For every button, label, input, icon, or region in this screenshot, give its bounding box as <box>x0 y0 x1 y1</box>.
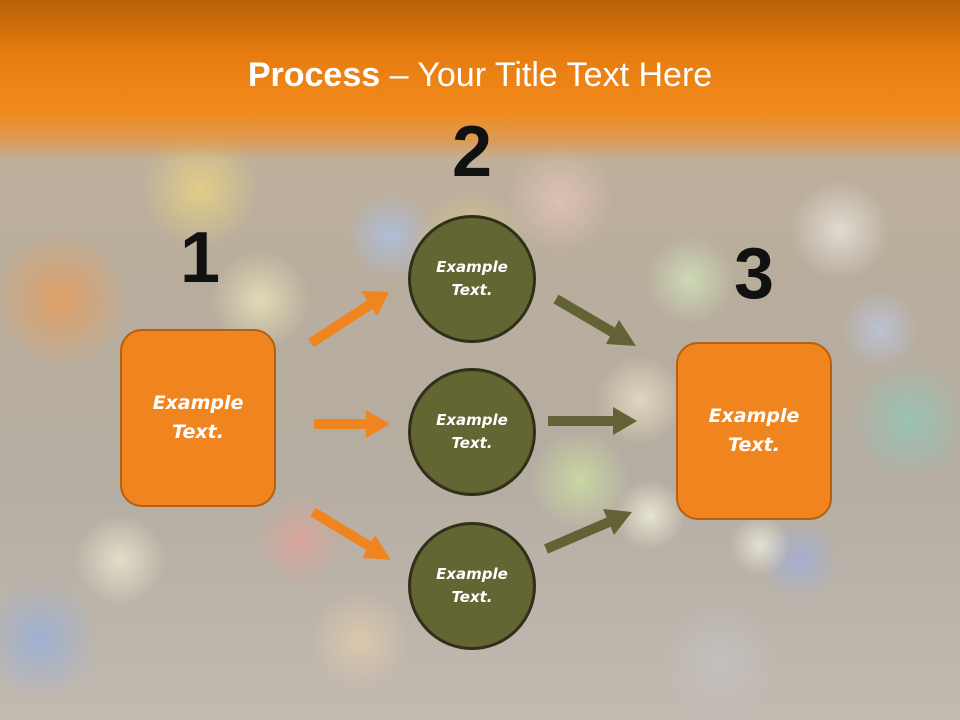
right-process-box: Example Text. <box>676 342 832 520</box>
left-process-box: Example Text. <box>120 329 276 507</box>
circle-center-text: Example Text. <box>436 411 508 452</box>
title-band <box>0 0 960 160</box>
step-number-1: 1 <box>179 218 221 298</box>
arrow-center-to-right <box>548 407 637 435</box>
arrow-left-to-top <box>308 291 389 348</box>
arrow-left-to-bottom <box>310 507 391 560</box>
arrow-left-to-center <box>314 410 390 438</box>
title-bold-part: Process <box>247 56 381 94</box>
middle-circle-center: Example Text. <box>408 368 536 496</box>
title-rest-part: – Your Title Text Here <box>380 56 713 94</box>
right-box-text: Example Text. <box>708 405 800 456</box>
arrow-top-to-right <box>553 294 636 346</box>
circle-top-text: Example Text. <box>436 258 508 299</box>
middle-circle-bottom: Example Text. <box>408 522 536 650</box>
slide-title: Process – Your Title Text Here <box>0 50 960 100</box>
step-number-2: 2 <box>451 112 493 192</box>
middle-circle-top: Example Text. <box>408 215 536 343</box>
left-box-text: Example Text. <box>152 392 244 443</box>
step-number-3: 3 <box>733 234 775 314</box>
circle-bottom-text: Example Text. <box>436 565 508 606</box>
arrow-bottom-to-right <box>544 509 632 554</box>
